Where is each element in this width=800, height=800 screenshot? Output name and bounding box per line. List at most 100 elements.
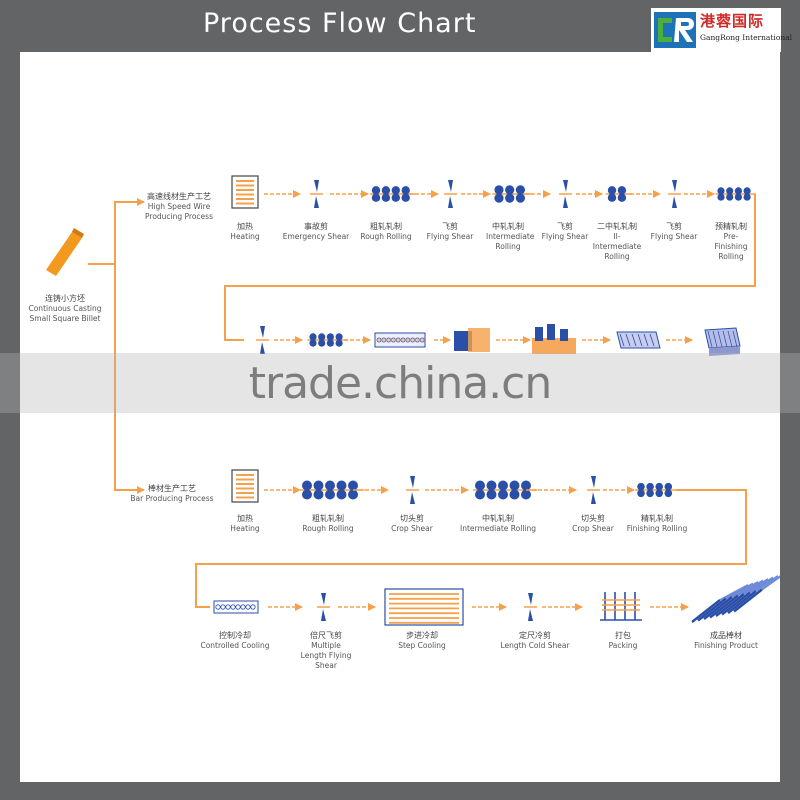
mill-roll xyxy=(637,489,645,498)
coil-collector-icon xyxy=(454,328,490,352)
product-wire xyxy=(707,330,713,348)
mill-roll xyxy=(505,185,515,195)
mill-roll xyxy=(664,489,673,498)
bar-step-en: Finishing Rolling xyxy=(626,524,688,533)
mill-roll xyxy=(318,339,326,347)
shear-blade-top xyxy=(528,593,533,605)
cooling-coil xyxy=(230,604,236,610)
shear-blade-bottom xyxy=(321,609,326,621)
mill-roll xyxy=(309,339,317,347)
compactor-wire xyxy=(619,333,625,347)
compactor-wire xyxy=(649,333,655,347)
wire-step-en: Flying Shear xyxy=(650,232,698,241)
wire-step-zh: 飞剪 xyxy=(556,222,573,231)
cooling-coil xyxy=(215,604,221,610)
wire-step-zh: 二中轧轧制 xyxy=(597,222,637,231)
compactor-wire xyxy=(631,333,637,347)
rolling-mill-icon xyxy=(307,333,348,347)
mill-roll xyxy=(646,489,654,498)
compactor-body xyxy=(616,331,661,349)
mill-roll xyxy=(734,193,743,201)
shear-icon xyxy=(559,180,572,208)
bar-step2-zh: 步进冷却 xyxy=(406,631,438,640)
mill-roll xyxy=(391,193,400,202)
wire-step-en: Intermediate Rolling xyxy=(486,232,535,251)
trunk-to-bar xyxy=(114,264,145,494)
company-logo: 港蓉国际 GangRong International xyxy=(651,8,792,52)
finished-bar xyxy=(733,588,763,613)
mill-roll xyxy=(325,480,335,491)
bar-step2-en: Multiple Length Flying Shear xyxy=(300,641,352,670)
mill-roll xyxy=(734,187,743,195)
shear-icon xyxy=(256,326,269,354)
mill-roll xyxy=(743,193,751,201)
start-label-en1: Continuous Casting xyxy=(28,304,102,313)
hook-coil xyxy=(532,338,576,354)
mill-roll xyxy=(505,193,515,203)
bar-branch-en: Bar Producing Process xyxy=(130,494,214,503)
bar-step2-zh: 成品棒材 xyxy=(710,631,742,640)
bar-branch-label: 棒材生产工艺 Bar Producing Process xyxy=(130,484,213,504)
mill-roll xyxy=(717,187,725,195)
mill-roll xyxy=(381,186,391,195)
rolling-mill-icon xyxy=(473,480,538,500)
shear-icon xyxy=(317,593,330,621)
wire-branch-label: 高速线材生产工艺 High Speed Wire Producing Proce… xyxy=(145,192,213,222)
wire-step-zh: 加热 xyxy=(236,222,253,231)
wire-step-en: Emergency Shear xyxy=(282,232,350,241)
shear-blade-bottom xyxy=(563,196,568,208)
mill-roll xyxy=(617,186,627,195)
shear-blade-top xyxy=(314,180,319,192)
rolling-mill-icon xyxy=(605,186,632,202)
watermark-band xyxy=(0,353,800,413)
collector-body xyxy=(454,331,472,351)
mill-roll xyxy=(498,480,508,491)
finished-bar-tip xyxy=(737,579,764,597)
mill-roll xyxy=(515,185,525,195)
mill-roll xyxy=(336,480,347,491)
shear-blade-top xyxy=(321,593,326,605)
wire-step-zh: 粗轧轧制 xyxy=(370,222,402,231)
cooling-coil xyxy=(240,604,246,610)
finished-bar-tip xyxy=(725,582,754,600)
finished-bar xyxy=(697,597,727,622)
bar-step-en: Crop Shear xyxy=(391,524,433,533)
logo-english: GangRong International xyxy=(700,33,793,42)
shear-icon xyxy=(406,476,419,504)
mill-roll xyxy=(313,489,324,500)
bar-step2-zh: 打包 xyxy=(614,631,631,640)
bar-step2-en: Packing xyxy=(608,641,638,650)
wire-step-zh: 中轧轧制 xyxy=(492,222,524,231)
hook-post xyxy=(535,327,543,341)
mill-roll xyxy=(371,193,381,202)
mill-roll xyxy=(326,339,334,347)
mill-roll xyxy=(498,489,508,500)
rolling-mill-icon xyxy=(635,482,678,498)
mill-roll xyxy=(318,333,326,341)
mill-roll xyxy=(381,193,391,202)
collector-coil xyxy=(468,328,490,352)
wire-branch-en1: High Speed Wire xyxy=(147,202,211,211)
bar-step-zh: 切头剪 xyxy=(580,514,605,523)
bar-step-en: Heating xyxy=(230,524,260,533)
bar-connector-line xyxy=(195,489,747,608)
product-wire xyxy=(732,330,738,348)
bar-step2-zh: 定尺冷剪 xyxy=(519,631,551,640)
bar-step-en: Rough Rolling xyxy=(302,524,354,533)
mill-roll xyxy=(646,482,654,491)
mill-roll xyxy=(717,193,725,201)
wire-step-zh: 事故剪 xyxy=(304,222,328,231)
coil-hook-icon xyxy=(532,324,576,354)
finished-bar xyxy=(691,599,721,623)
mill-roll xyxy=(486,480,497,491)
flow-graphics xyxy=(46,175,780,626)
bar-step-zh: 切头剪 xyxy=(399,514,424,523)
